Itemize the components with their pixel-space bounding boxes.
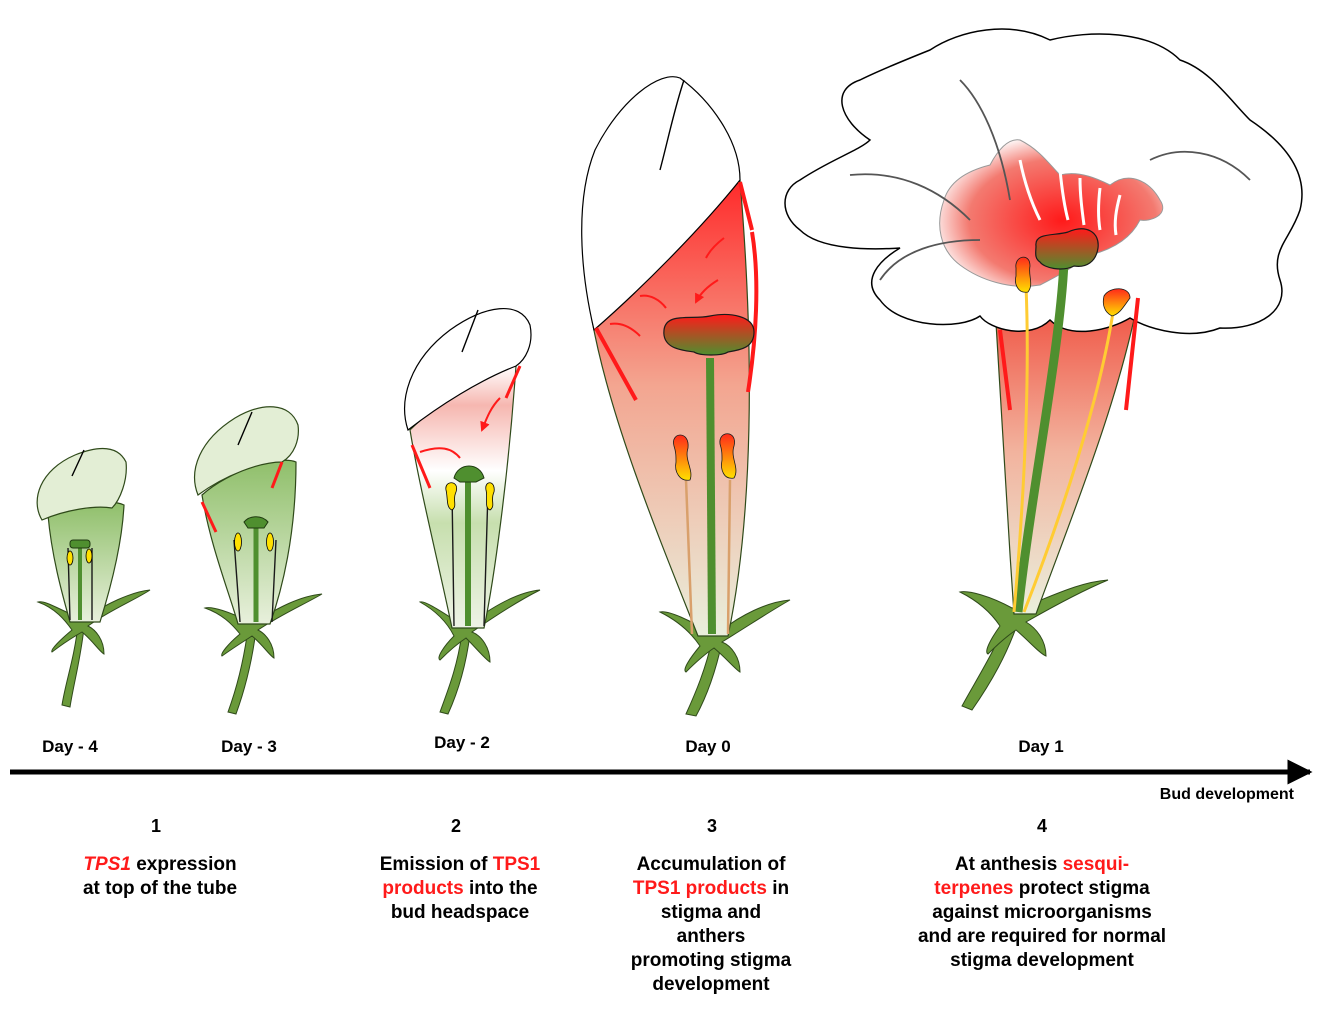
description-segment: into the: [464, 878, 538, 899]
description-segment: Accumulation of: [637, 854, 786, 875]
description-segment: in: [767, 878, 789, 899]
description-segment: TPS1: [83, 854, 131, 875]
description-segment: at top of the tube: [83, 878, 237, 899]
stage-number-3: 3: [682, 816, 742, 837]
description-segment: terpenes: [934, 878, 1013, 899]
stage-number-2: 2: [426, 816, 486, 837]
description-segment: bud headspace: [391, 902, 529, 923]
description-line: anthers: [586, 925, 836, 949]
description-line: bud headspace: [335, 901, 585, 925]
bud-4-stigma-icon: [664, 315, 754, 355]
description-segment: TPS1: [493, 854, 541, 875]
description-line: At anthesis sesqui-: [862, 853, 1222, 877]
flower-anther-left-icon: [1016, 257, 1031, 292]
flower-tube-icon: [994, 290, 1140, 614]
description-line: TPS1 expression: [40, 853, 280, 877]
stage-description-1: TPS1 expressionat top of the tube: [40, 853, 280, 901]
description-line: development: [586, 973, 836, 997]
description-segment: products: [382, 878, 463, 899]
description-line: Accumulation of: [586, 853, 836, 877]
bud-2-tube-icon: [202, 460, 296, 624]
description-line: at top of the tube: [40, 877, 280, 901]
bud-day-minus-2: [405, 309, 540, 714]
day-label-0: Day 0: [648, 737, 768, 757]
day-label-minus-2: Day - 2: [402, 733, 522, 753]
description-line: against microorganisms: [862, 901, 1222, 925]
description-line: TPS1 products in: [586, 877, 836, 901]
description-segment: expression: [131, 854, 237, 875]
bud-day-minus-3: [195, 407, 322, 714]
axis-label: Bud development: [1160, 786, 1294, 804]
description-segment: and are required for normal: [918, 926, 1166, 947]
day-label-minus-3: Day - 3: [189, 737, 309, 757]
description-line: and are required for normal: [862, 925, 1222, 949]
day-label-minus-4: Day - 4: [10, 737, 130, 757]
description-segment: promoting stigma: [631, 950, 791, 971]
description-segment: sesqui-: [1063, 854, 1130, 875]
bud-day-0: [582, 77, 790, 716]
description-line: products into the: [335, 877, 585, 901]
description-segment: TPS1 products: [633, 878, 767, 899]
description-segment: anthers: [677, 926, 746, 947]
bud-day-minus-4: [37, 449, 150, 707]
bud-4-anther-right-icon: [720, 434, 736, 479]
description-line: stigma and: [586, 901, 836, 925]
stage-description-3: Accumulation ofTPS1 products instigma an…: [586, 853, 836, 997]
description-segment: development: [652, 974, 769, 995]
stage-description-4: At anthesis sesqui-terpenes protect stig…: [862, 853, 1222, 973]
description-segment: At anthesis: [955, 854, 1063, 875]
stage-description-2: Emission of TPS1products into thebud hea…: [335, 853, 585, 925]
description-segment: Emission of: [380, 854, 493, 875]
description-line: stigma development: [862, 949, 1222, 973]
flower-day-1: [785, 29, 1302, 710]
description-segment: against microorganisms: [932, 902, 1152, 923]
stage-number-1: 1: [126, 816, 186, 837]
description-line: Emission of TPS1: [335, 853, 585, 877]
description-segment: stigma and: [661, 902, 761, 923]
description-segment: stigma development: [950, 950, 1134, 971]
description-line: promoting stigma: [586, 949, 836, 973]
stage-number-4: 4: [1012, 816, 1072, 837]
day-label-1: Day 1: [981, 737, 1101, 757]
description-line: terpenes protect stigma: [862, 877, 1222, 901]
description-segment: protect stigma: [1014, 878, 1150, 899]
